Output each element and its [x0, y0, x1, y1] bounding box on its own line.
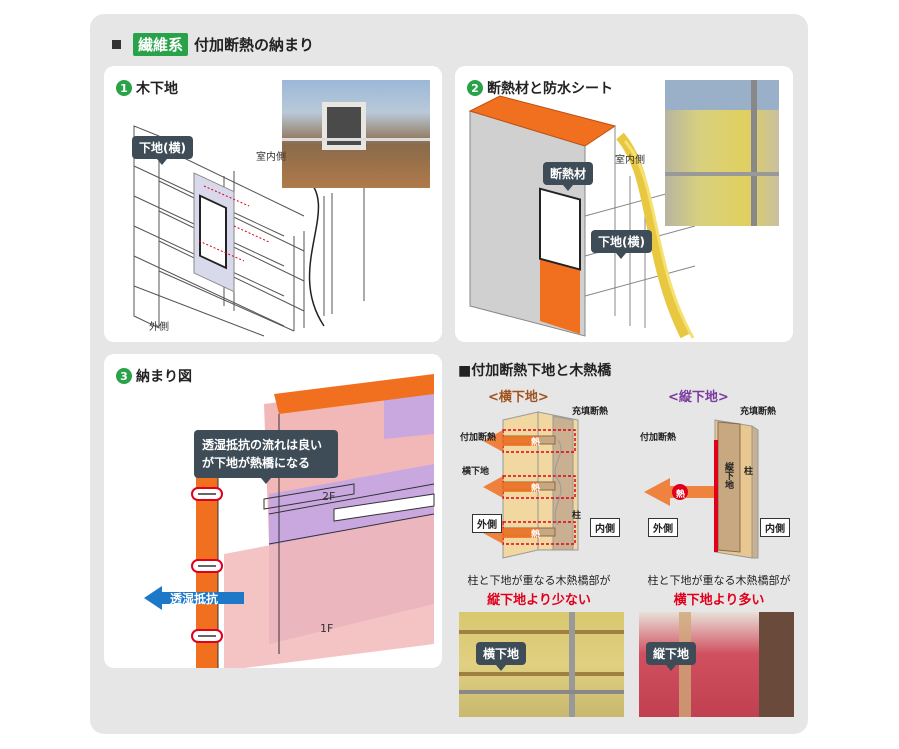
panel-title-text: 木下地: [136, 81, 178, 97]
emphasis-vertical: 横下地より多い: [673, 593, 765, 608]
caption-horizontal: 柱と下地が重なる木熱橋部が: [467, 574, 611, 587]
section-title-text: 付加断熱の納まり: [194, 36, 315, 54]
label-fill-insulation: 充填断熱: [572, 407, 609, 417]
panel-title: 2 断熱材と防水シート: [467, 78, 613, 98]
label-inside: 内側: [760, 518, 790, 537]
horizontal-base-heading: <横下地>: [488, 390, 549, 405]
panel-title-text: 断熱材と防水シート: [487, 81, 613, 97]
label-inside: 内側: [590, 518, 620, 537]
step-number: 3: [116, 368, 132, 384]
floor-1f: 1F: [320, 622, 334, 635]
heat-label-1: 熱: [531, 438, 541, 448]
callout-insulation: 断熱材: [543, 162, 594, 191]
callout-base-horizontal: 下地(横): [591, 230, 652, 259]
site-photo-1: [282, 80, 430, 188]
callout-moisture-resistance: 透湿抵抗の流れは良いが下地が熱橋になる: [194, 430, 338, 484]
detail-drawing: [144, 374, 435, 668]
panel-wood-base: 1 木下地 下地(横) 室内側 外側: [104, 66, 442, 342]
vertical-base-diagram: [644, 419, 759, 559]
heat-label: 熱: [676, 490, 686, 500]
label-post: 柱: [744, 467, 754, 477]
label-added-insulation: 付加断熱: [460, 433, 497, 443]
label-fill-insulation: 充填断熱: [740, 407, 777, 417]
bullet-square-icon: [112, 40, 121, 49]
label-inside: 室内側: [256, 152, 286, 163]
panel-detail-drawing: 3 納まり図 透湿抵抗の流れは良いが下地が熱橋になる 透湿抵抗 2F 1F: [104, 354, 442, 668]
moisture-arrow-label: 透湿抵抗: [170, 592, 219, 606]
heat-label-3: 熱: [531, 530, 541, 540]
horizontal-base-diagram: [483, 411, 579, 559]
label-added-insulation: 付加断熱: [640, 433, 677, 443]
category-tag: 繊維系: [133, 33, 189, 56]
panel-title: 1 木下地: [116, 78, 178, 98]
label-outside: 外側: [149, 322, 169, 333]
section-title: 繊維系 付加断熱の納まり: [112, 33, 314, 56]
section-title-heat-bridge: ■付加断熱下地と木熱橋: [458, 363, 612, 379]
step-number: 2: [467, 80, 483, 96]
label-inside: 室内側: [615, 155, 645, 166]
caption-vertical: 柱と下地が重なる木熱橋部が: [647, 574, 791, 587]
label-post: 柱: [572, 511, 582, 521]
photo-callout-vertical: 縦下地: [646, 642, 697, 671]
label-outside: 外側: [472, 514, 502, 533]
step-number: 1: [116, 80, 132, 96]
photo-callout-horizontal: 横下地: [476, 642, 527, 671]
callout-base-horizontal: 下地(横): [132, 136, 193, 165]
heat-bridge-title: 付加断熱下地と木熱橋: [471, 363, 612, 379]
site-photo-2: [665, 80, 779, 226]
emphasis-horizontal: 縦下地より少ない: [487, 593, 591, 608]
panel-title: 3 納まり図: [116, 366, 192, 386]
wood-base-diagram: [133, 125, 365, 337]
panel-title-text: 納まり図: [136, 369, 192, 385]
label-vertical-base: 縦下地: [723, 462, 733, 489]
panel-insulation-sheet: 2 断熱材と防水シート 断熱材 下地(横) 室内側: [455, 66, 793, 342]
vertical-base-heading: <縦下地>: [668, 390, 729, 405]
heat-label-2: 熱: [531, 484, 541, 494]
floor-2f: 2F: [322, 490, 336, 503]
label-outside: 外側: [648, 518, 678, 537]
label-horizontal-base: 横下地: [462, 467, 490, 477]
